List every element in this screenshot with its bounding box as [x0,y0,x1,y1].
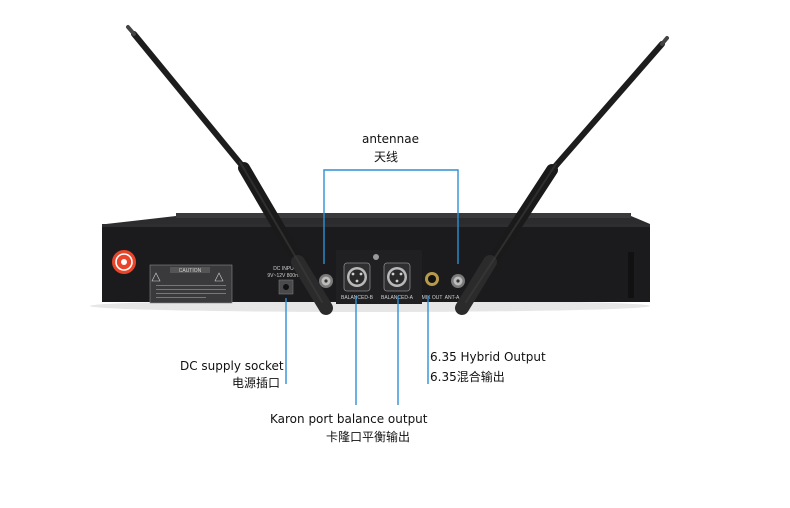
left-antenna [126,25,333,315]
karon-label-zh: 卡隆口平衡输出 [326,430,411,444]
mix-out-label: MIX OUT [422,295,443,301]
karon-label-en: Karon port balance output [270,412,428,426]
mix-out-jack [425,272,439,286]
leader-lines [285,169,459,405]
dc-socket-label-zh: 电源插口 [232,376,281,390]
antenna-connector-left [319,274,333,288]
dc-input-label: DC INPUT [273,266,297,272]
chassis-top-edge [176,213,631,218]
hybrid-label-en: 6.35 Hybrid Output [430,350,546,364]
xlr-connector-b [343,262,371,292]
dc-socket-label-en: DC supply socket [180,359,284,373]
dc-supply-socket [278,279,294,295]
xlr-connector-a [383,262,411,292]
rear-panel-highlight [102,224,650,227]
caution-sticker: CAUTION [149,264,233,304]
antennae-label-en: antennae [362,132,419,146]
caution-title: CAUTION [179,268,202,274]
antennae-leader [323,169,459,264]
dc-input-spec: 9V~12V 800mA [267,273,303,279]
brand-logo-icon [112,250,136,274]
antenna-connector-right [451,274,465,288]
hybrid-label-zh: 6.35混合输出 [430,370,505,384]
ant-a-label: ANT-A [445,295,460,301]
right-antenna [455,36,669,315]
center-screw [373,254,379,260]
balanced-b-label: BALANCED-B [341,295,374,301]
right-vent [628,252,634,298]
antennae-label-zh: 天线 [374,150,399,164]
